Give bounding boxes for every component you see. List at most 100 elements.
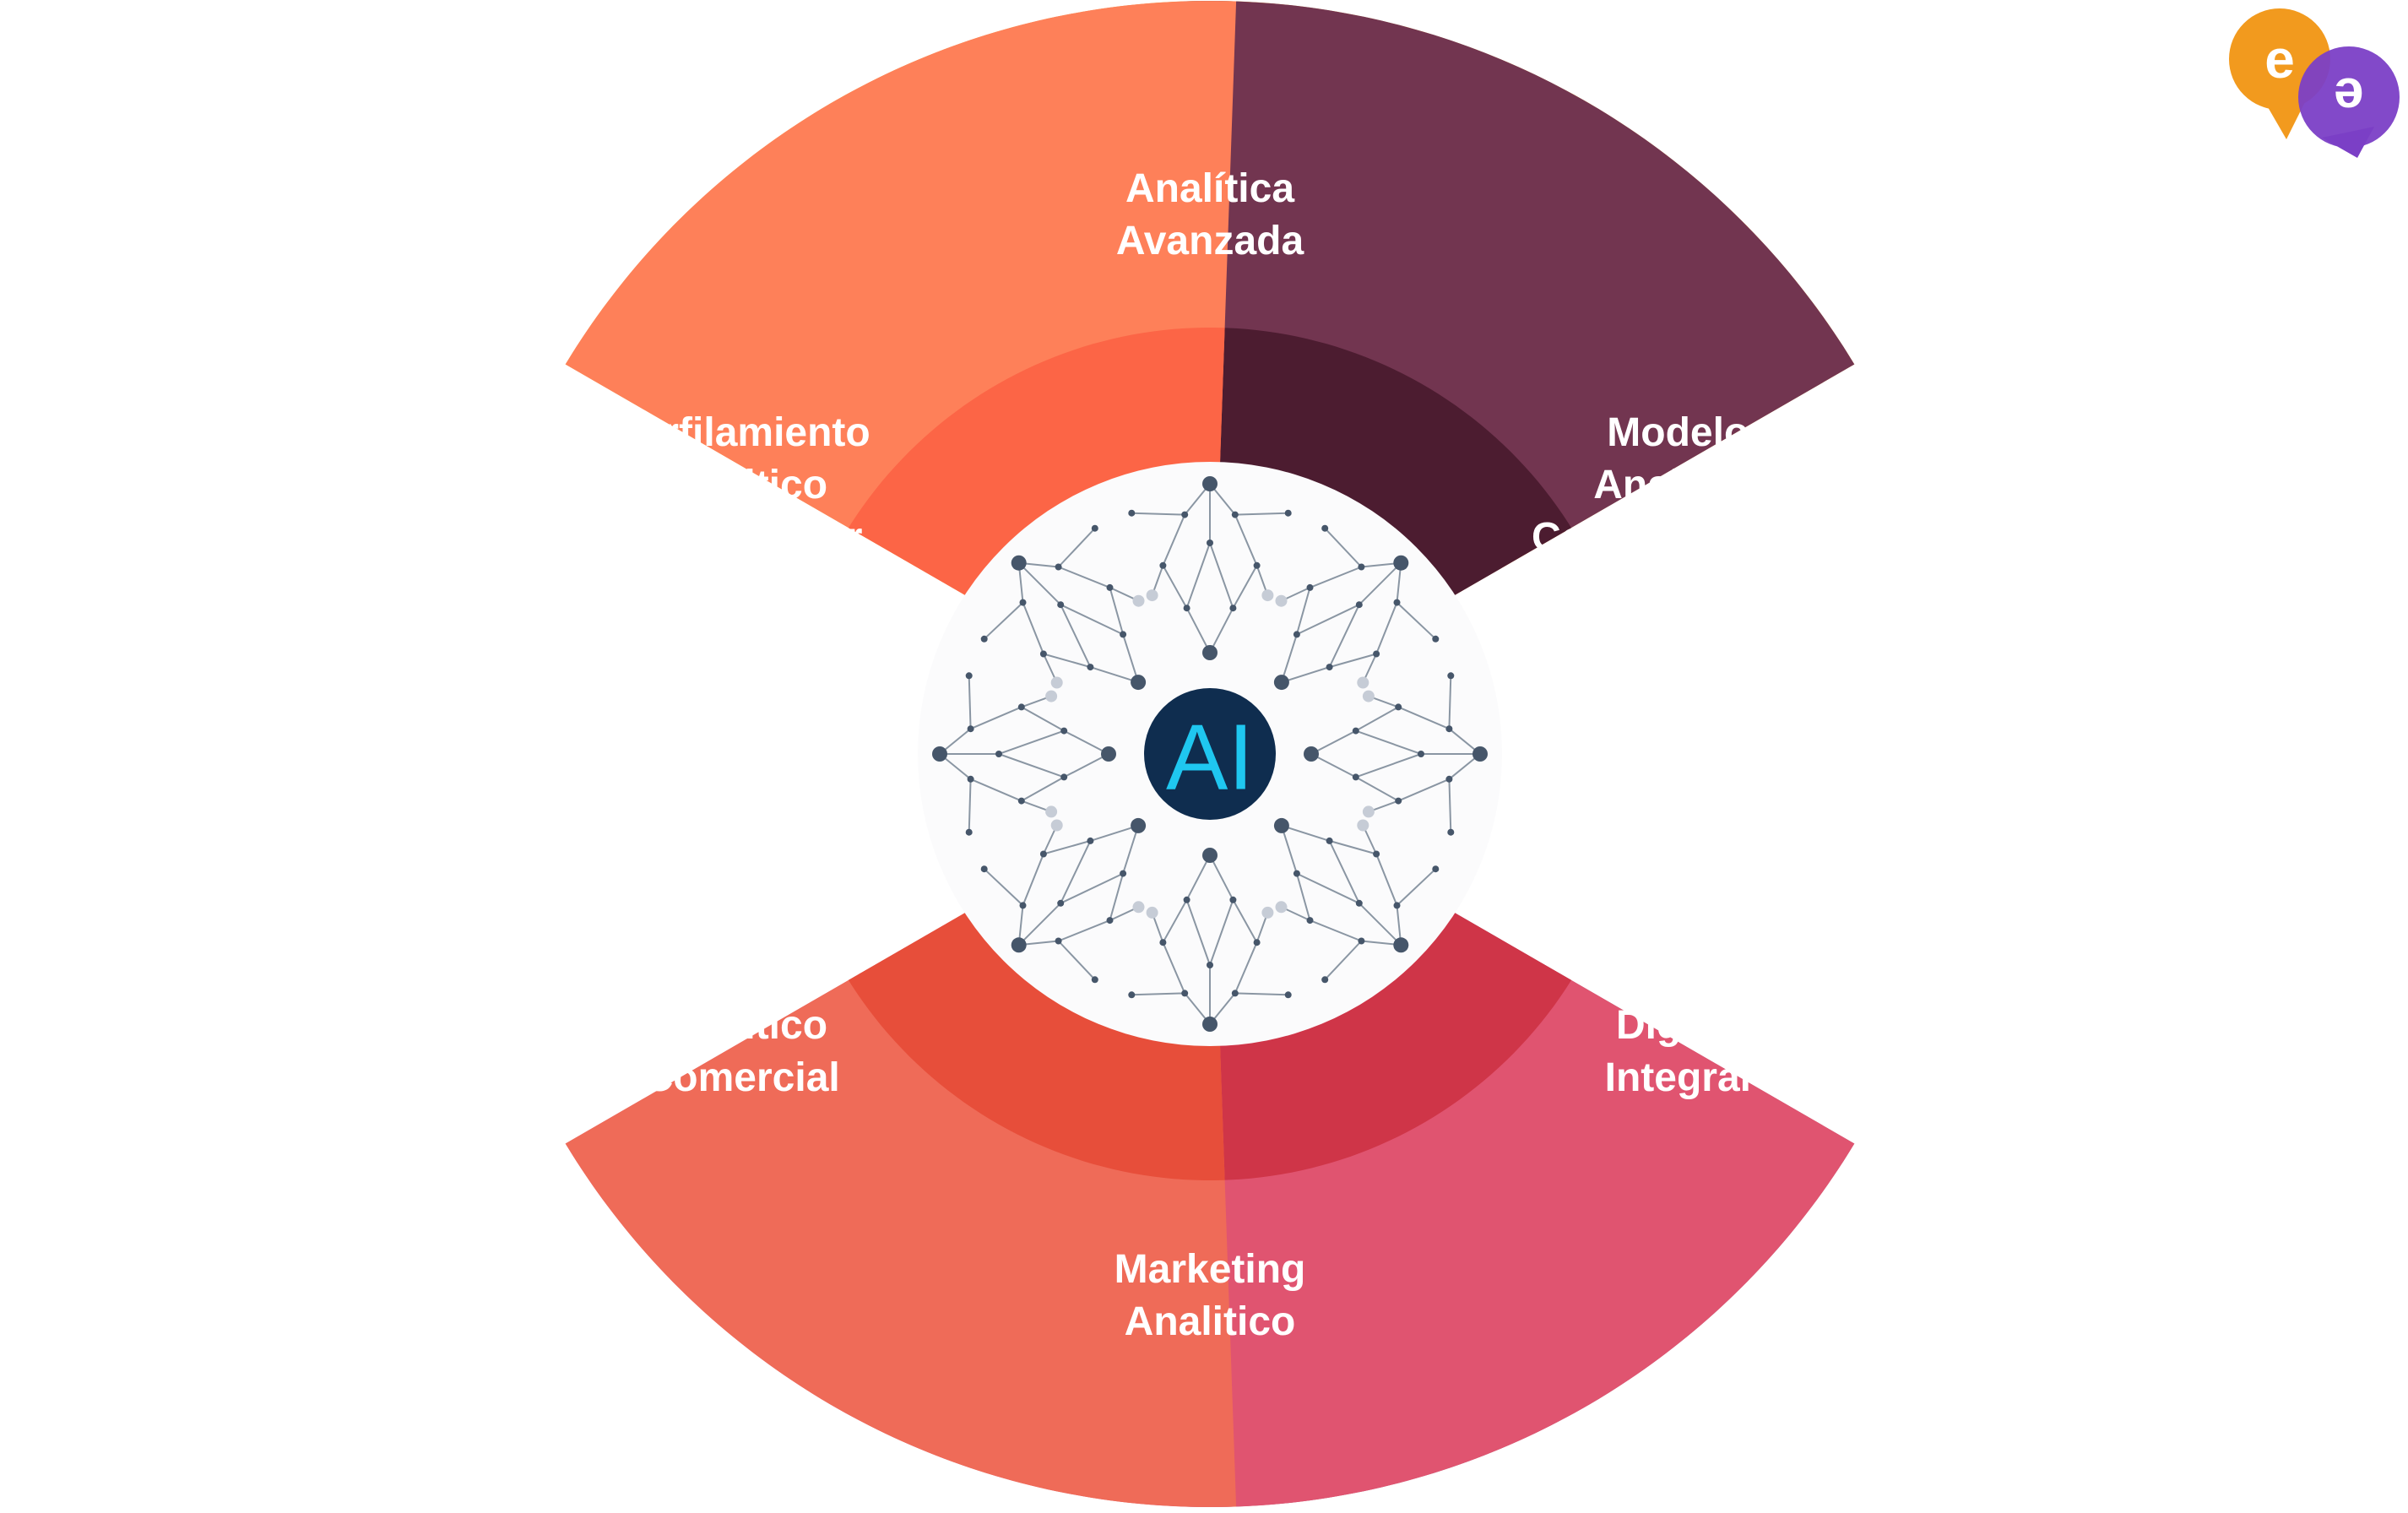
network-link <box>1448 778 1452 832</box>
network-link <box>1375 854 1398 906</box>
network-link <box>1017 903 1061 946</box>
network-link <box>1185 542 1211 609</box>
network-node <box>967 775 974 783</box>
network-link <box>1281 666 1330 684</box>
segment-label-line: Perfilamiento <box>614 410 870 455</box>
network-link <box>1328 840 1360 904</box>
segment-label-line: Analítica <box>1125 166 1294 211</box>
network-link <box>1375 602 1398 654</box>
network-node <box>967 725 974 733</box>
network-node <box>1202 476 1218 491</box>
network-link <box>1185 854 1211 901</box>
network-link <box>1060 872 1124 904</box>
network-node <box>1393 599 1401 606</box>
network-link <box>1234 992 1288 996</box>
network-node <box>1132 594 1145 607</box>
network-node <box>1321 524 1329 532</box>
network-node <box>1395 703 1402 711</box>
segment-label-line: Analitico <box>656 1003 827 1048</box>
network-link <box>1022 854 1044 906</box>
network-node <box>1060 773 1068 781</box>
network-link <box>1090 824 1139 842</box>
network-node <box>1352 727 1359 735</box>
network-link <box>1234 514 1258 567</box>
network-node <box>1358 937 1365 945</box>
segment-label-line: Analitico <box>656 463 827 507</box>
network-node <box>1106 917 1114 925</box>
network-link <box>1359 561 1402 605</box>
network-node <box>1229 605 1237 612</box>
segment-label-line: Modelo <box>1607 410 1749 455</box>
network-node <box>1087 837 1094 844</box>
network-node <box>1273 817 1289 833</box>
network-node <box>1101 746 1116 762</box>
network-link <box>1090 666 1139 684</box>
network-link <box>968 778 972 832</box>
network-link <box>1310 729 1357 755</box>
network-link <box>1060 604 1124 636</box>
network-link <box>1017 561 1061 605</box>
network-node <box>1373 850 1380 858</box>
network-link <box>1021 776 1065 802</box>
network-link <box>1328 604 1360 668</box>
network-node <box>1432 635 1440 643</box>
network-link <box>1109 873 1125 921</box>
network-link <box>1355 776 1399 802</box>
network-node <box>1128 509 1136 517</box>
network-node <box>1091 524 1098 532</box>
network-node <box>1159 939 1167 946</box>
network-link <box>1122 825 1140 874</box>
network-link <box>1280 825 1298 874</box>
network-node <box>1355 899 1363 907</box>
network-link <box>1397 778 1450 802</box>
network-link <box>1355 753 1422 778</box>
network-node <box>932 746 947 762</box>
network-node <box>1132 901 1145 914</box>
network-node <box>1045 690 1058 702</box>
network-node <box>1019 599 1027 606</box>
network-node <box>1352 773 1359 781</box>
segment-label-line: Comercial <box>644 1055 840 1100</box>
network-node <box>1261 589 1274 602</box>
network-node <box>1253 939 1261 946</box>
network-node <box>1159 561 1167 569</box>
network-node <box>1050 676 1063 689</box>
segment-label-line: Proceso <box>1598 951 1758 995</box>
network-link <box>1209 899 1234 966</box>
network-link <box>1063 753 1109 778</box>
network-link <box>1397 706 1450 730</box>
network-node <box>1207 962 1213 968</box>
network-node <box>1146 906 1158 919</box>
network-node <box>1418 751 1424 757</box>
network-link <box>1209 607 1234 653</box>
network-node <box>1355 601 1363 609</box>
network-node <box>1207 540 1213 546</box>
network-node <box>995 751 1002 757</box>
network-node <box>1183 896 1190 903</box>
network-node <box>1445 725 1453 733</box>
network-node <box>1231 511 1239 518</box>
network-node <box>1293 870 1300 877</box>
network-node <box>1229 896 1237 903</box>
segment-label-line: Contactibilidad <box>1532 515 1825 560</box>
network-link <box>1310 753 1357 778</box>
network-link <box>1234 941 1258 994</box>
network-link <box>1310 919 1362 942</box>
network-node <box>1011 555 1027 571</box>
network-node <box>1472 746 1488 762</box>
network-node <box>1273 675 1289 691</box>
network-node <box>1202 645 1218 660</box>
network-node <box>1019 902 1027 909</box>
segment-label-line: Colaborador <box>621 515 862 560</box>
network-node <box>1202 1017 1218 1032</box>
network-link <box>1448 675 1452 729</box>
network-node <box>1017 797 1025 805</box>
network-node <box>1275 901 1288 914</box>
network-link <box>1162 514 1186 567</box>
network-node <box>1039 650 1047 658</box>
network-link <box>1185 899 1211 966</box>
network-node <box>1131 817 1147 833</box>
network-link <box>1185 607 1211 653</box>
